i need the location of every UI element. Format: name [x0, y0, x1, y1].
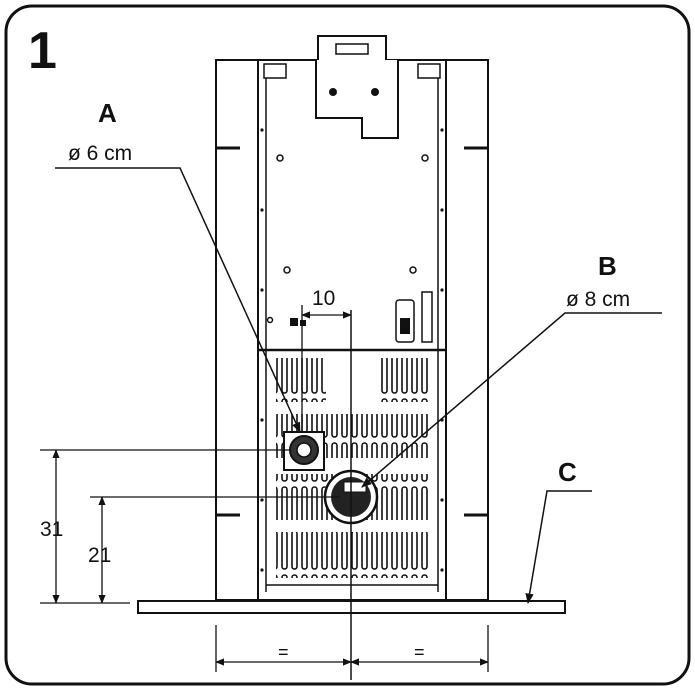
figure-number: 1 [28, 22, 57, 80]
leader-line-a [55, 167, 301, 433]
leader-line-c [525, 490, 592, 605]
outlet-a-6cm [283, 431, 325, 471]
dimension-10 [301, 305, 352, 432]
label-c-letter: C [558, 457, 577, 487]
label-b-letter: B [598, 251, 617, 281]
equal-left-value: = [278, 642, 289, 662]
dimension-21 [90, 496, 340, 604]
dimension-21-value: 21 [88, 544, 111, 567]
dimension-equal-widths [215, 625, 489, 672]
label-a-diameter: ø 6 cm [68, 142, 132, 165]
dimension-31-value: 31 [40, 518, 63, 541]
dimension-31 [40, 449, 290, 604]
leader-line-b [361, 312, 662, 488]
label-a-letter: A [98, 98, 117, 128]
equal-right-value: = [414, 642, 425, 662]
dimension-10-value: 10 [312, 287, 335, 310]
label-b-diameter: ø 8 cm [566, 288, 630, 311]
